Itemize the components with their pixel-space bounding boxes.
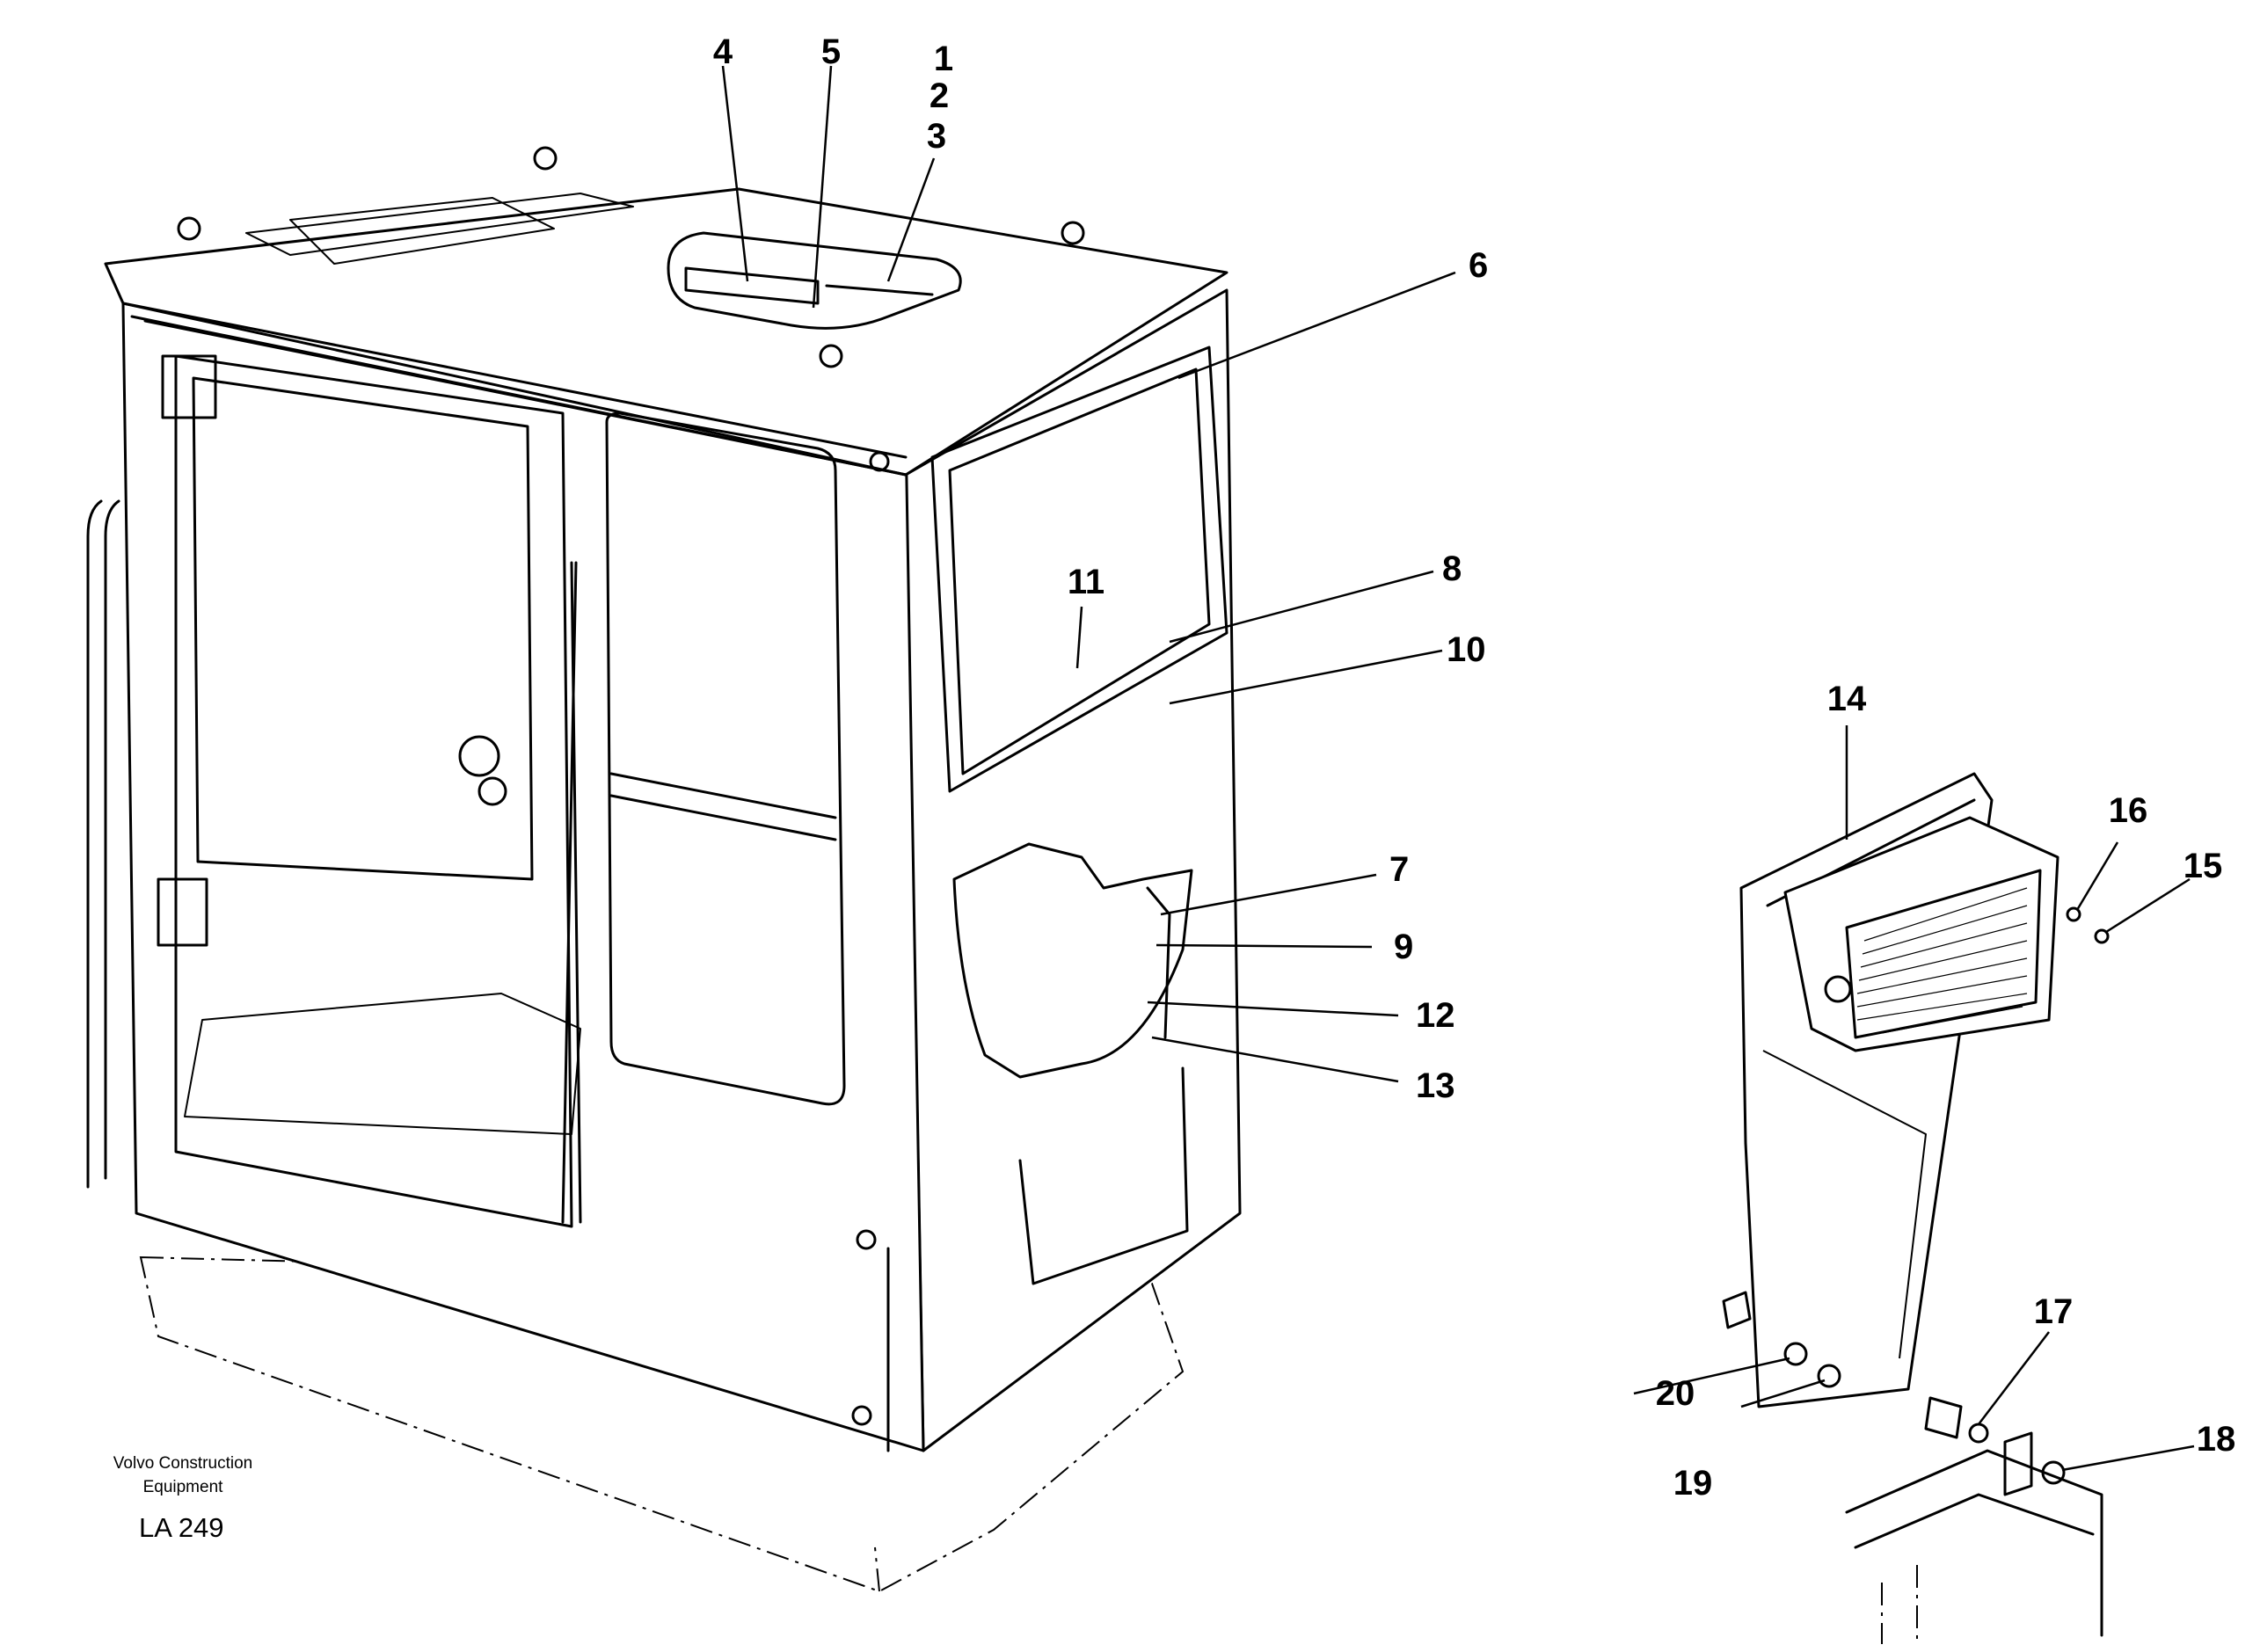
credit-company-line2: Equipment bbox=[143, 1478, 224, 1496]
callout-4: 4 bbox=[713, 33, 733, 71]
callout-2: 2 bbox=[930, 76, 949, 115]
callout-18: 18 bbox=[2197, 1420, 2236, 1459]
callout-labels: 4 5 1 2 3 6 11 8 10 7 9 12 13 14 16 15 1… bbox=[713, 33, 2235, 1503]
callout-14: 14 bbox=[1827, 680, 1867, 718]
work-lamp-assembly bbox=[1722, 772, 2110, 1644]
callout-11: 11 bbox=[1068, 563, 1104, 601]
callout-8: 8 bbox=[1442, 549, 1462, 588]
callout-5: 5 bbox=[821, 33, 841, 71]
callout-3: 3 bbox=[927, 117, 946, 156]
drawing-code: LA 249 bbox=[139, 1512, 224, 1543]
callout-20: 20 bbox=[1656, 1374, 1695, 1413]
callout-19: 19 bbox=[1673, 1464, 1713, 1503]
cab-body bbox=[86, 146, 1242, 1452]
credit-block: Volvo Construction Equipment LA 249 bbox=[113, 1454, 252, 1543]
callout-9: 9 bbox=[1394, 928, 1413, 966]
callout-12: 12 bbox=[1416, 996, 1455, 1035]
callout-13: 13 bbox=[1416, 1066, 1455, 1105]
leader-lines bbox=[721, 65, 2195, 1472]
callout-16: 16 bbox=[2109, 791, 2148, 830]
callout-1: 1 bbox=[934, 40, 953, 78]
credit-company: Volvo Construction bbox=[113, 1454, 252, 1473]
callout-6: 6 bbox=[1469, 246, 1488, 285]
callout-7: 7 bbox=[1389, 850, 1409, 889]
lamp-lens-hatch bbox=[1856, 887, 2028, 1034]
callout-10: 10 bbox=[1447, 630, 1486, 669]
callout-17: 17 bbox=[2034, 1292, 2074, 1331]
callout-15: 15 bbox=[2183, 847, 2223, 885]
